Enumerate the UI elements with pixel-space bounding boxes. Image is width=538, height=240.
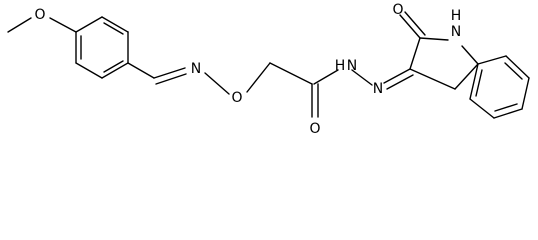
atom-indole-h: H	[451, 8, 462, 24]
atom-ether-o: O	[231, 90, 242, 106]
bond-ring-ch	[127, 62, 155, 79]
bond-c7a-c3a	[454, 63, 479, 90]
bond-ring1-f	[75, 16, 103, 33]
bond-ring2-c	[521, 77, 530, 110]
bond-ch2-c	[269, 62, 313, 85]
bond-o-ch2	[246, 62, 271, 93]
bond-nh-n	[351, 69, 373, 86]
bond-o-ring	[49, 17, 77, 33]
atom-azine-n: N	[373, 81, 383, 97]
bond-ring1-e	[101, 16, 129, 33]
bond-ring1-inner-3	[103, 22, 124, 35]
bond-ring2-a	[477, 55, 507, 65]
atom-oxime-n: N	[191, 61, 201, 77]
bond-methyl-o	[7, 17, 32, 33]
atom-hydrazide-h: H	[335, 58, 346, 74]
atom-lactam-o: O	[392, 2, 403, 18]
atom-methoxy-o: O	[34, 7, 45, 23]
atom-labels: O N O O H N N H N O	[34, 2, 461, 137]
bond-ring2-inner-1	[504, 62, 523, 80]
bond-ring1-b	[75, 62, 103, 79]
bond-ch-n-1	[153, 67, 186, 79]
bond-ch-n-2	[155, 73, 187, 85]
atom-carbonyl-o: O	[309, 121, 320, 137]
bond-ring2-d	[493, 108, 523, 119]
bond-ring2-inner-2	[494, 103, 518, 112]
bond-n-c3-1	[383, 68, 411, 84]
bond-c3a-c3	[409, 68, 456, 90]
bond-ring1-c	[101, 62, 129, 79]
bond-ring2-b	[505, 55, 530, 79]
bond-c2-o-2	[404, 11, 426, 36]
bond-n-c3-2	[386, 74, 414, 90]
bond-c2-o-1	[399, 14, 421, 39]
bond-n1-c7a	[461, 45, 479, 65]
atom-hydrazide-n: N	[347, 58, 357, 74]
bond-n-o	[204, 72, 230, 95]
bond-ring2-e	[469, 98, 495, 119]
bond-ring1-inner-2	[103, 60, 124, 73]
chemical-structure-diagram: O N O O H N N H N O	[7, 2, 530, 137]
bond-c3-c2	[409, 37, 421, 70]
bond-ring2-inner-3	[475, 69, 483, 97]
bonds	[7, 11, 530, 119]
bond-c2-n1	[419, 37, 449, 41]
atom-indole-n: N	[451, 24, 461, 40]
bond-ring2-f	[469, 63, 479, 100]
bond-c-nh	[313, 69, 339, 85]
